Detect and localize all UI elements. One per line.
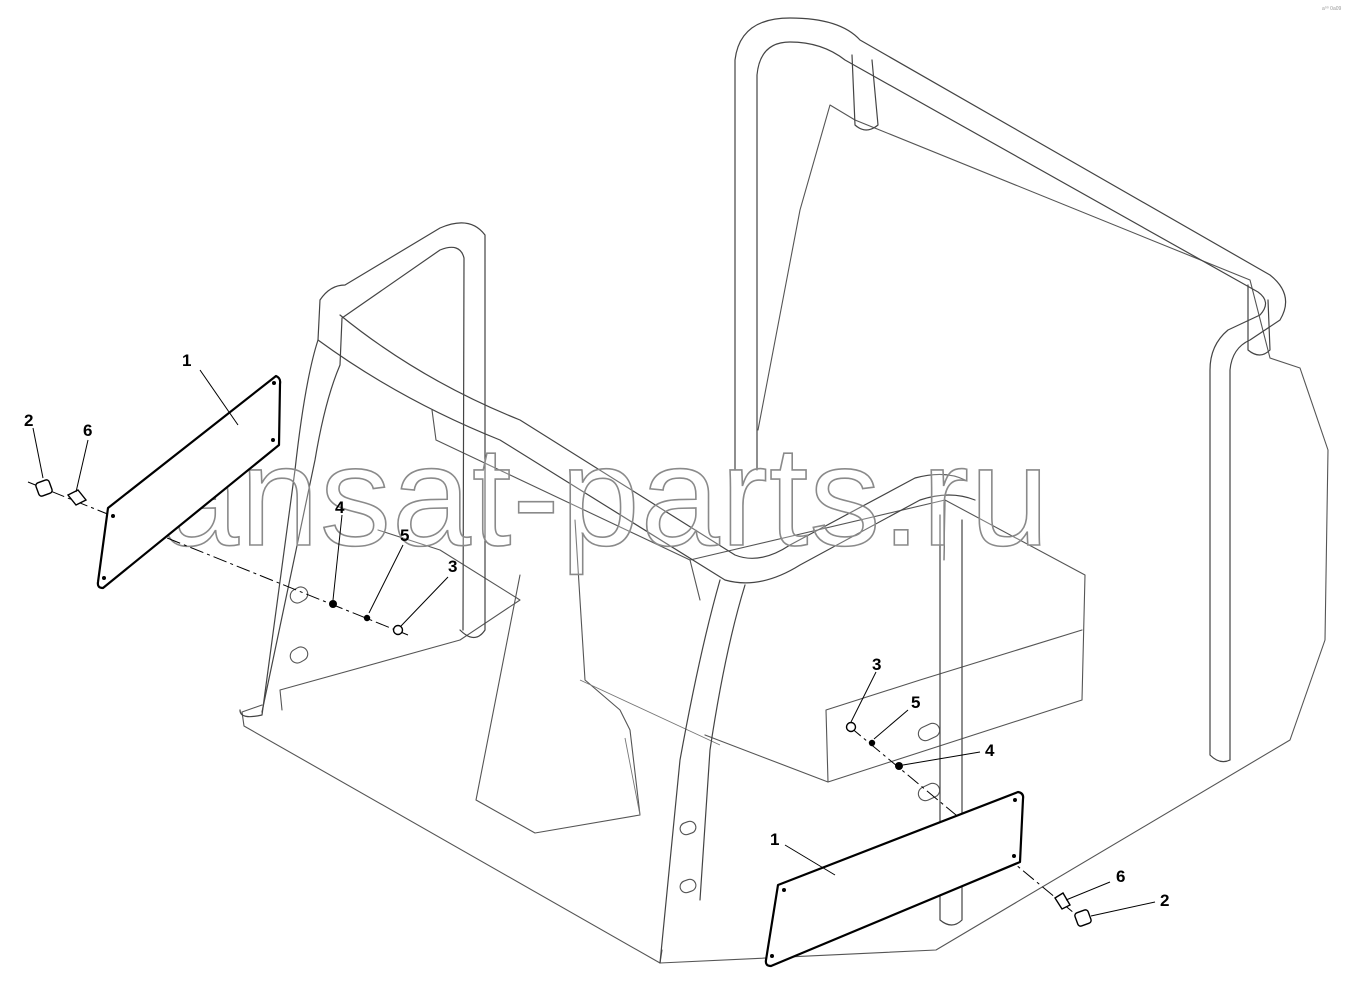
left-cap-part-2: [35, 479, 53, 497]
corner-mark: a⁰⁰ 0a09: [1322, 6, 1342, 12]
right-cap-part-2: [1074, 909, 1092, 927]
roll-bars: [239, 17, 1287, 964]
slot-left-2: [289, 646, 309, 664]
left-plate-hole-3: [111, 514, 115, 518]
rear-cross-post: [851, 54, 879, 131]
right-plate-hole-1: [1013, 798, 1017, 802]
callout-right-4: 4: [985, 741, 995, 760]
leader-right-4: [902, 751, 981, 766]
left-bolt-part-6: [66, 489, 88, 506]
slot-front-2: [679, 878, 697, 894]
right-plate-hole-2: [1012, 854, 1016, 858]
front-right-downtube-outer: [659, 579, 721, 964]
leader-left-3: [400, 576, 449, 627]
control-column-detail: [579, 679, 721, 816]
callout-left-5: 5: [400, 526, 409, 545]
left-washer-part-4: [329, 600, 337, 608]
callout-left-2: 2: [24, 411, 33, 430]
left-nut-part-3: [392, 624, 404, 636]
rear-panel: [757, 104, 1271, 431]
right-post: [939, 514, 963, 926]
seat-box-front: [825, 629, 1083, 783]
left-plate-hole-1: [272, 381, 276, 385]
callout-right-6: 6: [1116, 867, 1125, 886]
front-arch-outer: [239, 222, 486, 718]
cab-frame: [241, 104, 1329, 964]
leader-left-4: [332, 514, 343, 601]
front-crossbar-outer: [317, 339, 976, 584]
right-washer-part-5: [868, 739, 876, 747]
leader-left-6: [75, 439, 89, 493]
right-bolt-part-6: [1054, 892, 1071, 910]
seat-box-side: [689, 499, 946, 601]
base-platform: [241, 357, 1329, 964]
slot-right-1: [917, 722, 941, 742]
right-plate-hole-4: [770, 954, 774, 958]
right-assembly: 3 5 4 1 6 2: [764, 655, 1169, 968]
left-side-panel: [279, 529, 521, 711]
leader-left-1: [199, 369, 239, 426]
front-arch-inner: [261, 246, 465, 713]
callout-right-1: 1: [770, 830, 779, 849]
callout-left-4: 4: [335, 498, 345, 517]
left-explode-axis: [27, 481, 409, 636]
right-washer-part-4: [895, 762, 903, 770]
leader-left-5: [368, 544, 404, 614]
right-cover-plate: [764, 790, 1025, 968]
leader-left-2: [32, 427, 44, 479]
front-right-downtube-inner: [699, 584, 746, 901]
callout-left-6: 6: [83, 421, 92, 440]
seat-box-top: [431, 409, 1086, 783]
rear-hoop-outer: [734, 17, 1287, 761]
rear-right-post: [1247, 284, 1271, 356]
left-plate-hole-4: [102, 576, 106, 580]
watermark-text: ansat-parts.ru: [160, 417, 1050, 576]
left-washer-part-5: [363, 614, 371, 622]
leader-right-2: [1090, 901, 1156, 917]
leader-right-6: [1065, 881, 1111, 901]
callout-left-3: 3: [448, 557, 457, 576]
callout-right-5: 5: [911, 693, 920, 712]
slot-left-1: [289, 586, 309, 604]
slot-right-2: [917, 782, 941, 802]
leader-right-3: [850, 671, 877, 723]
left-plate-hole-2: [271, 438, 275, 442]
callout-right-3: 3: [872, 655, 881, 674]
slot-front-1: [679, 820, 697, 836]
leader-right-5: [873, 709, 909, 740]
left-assembly: 1 2 6 4 5 3: [24, 351, 457, 636]
callout-right-2: 2: [1160, 891, 1169, 910]
right-nut-part-3: [845, 721, 857, 733]
front-crossbar-inner: [339, 314, 966, 559]
leader-right-1: [784, 844, 836, 876]
left-cover-plate: [96, 374, 282, 590]
rear-hoop-inner: [756, 41, 1267, 763]
callout-left-1: 1: [182, 351, 191, 370]
right-plate-hole-3: [782, 888, 786, 892]
base-platform-edge: [241, 704, 663, 964]
